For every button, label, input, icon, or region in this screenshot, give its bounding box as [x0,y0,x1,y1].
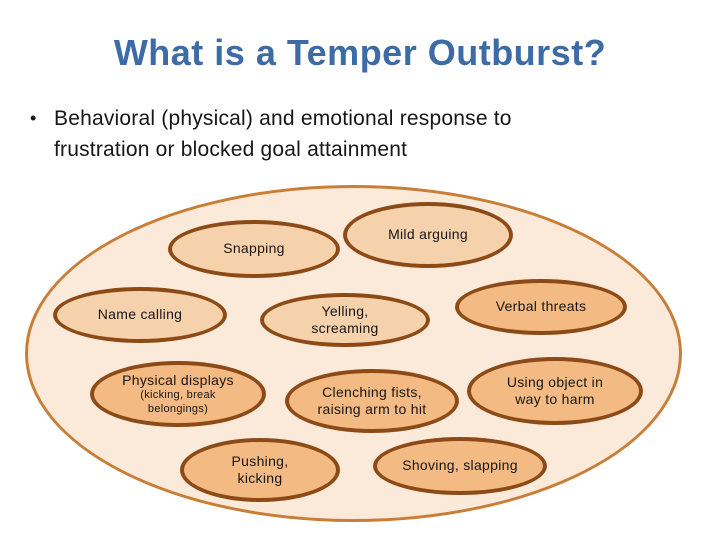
ellipse-clenching-fists: Clenching fists, raising arm to hit [285,369,459,433]
ellipse-using-object-line-2: way to harm [515,391,595,407]
bullet-item: • Behavioral (physical) and emotional re… [30,103,670,165]
ellipse-pushing-kicking: Pushing, kicking [180,438,340,502]
ellipse-physical-displays-sub-2: belongings) [147,402,209,415]
ellipse-verbal-threats-label: Verbal threats [495,298,587,315]
ellipse-shoving-slapping: Shoving, slapping [373,437,547,495]
ellipse-mild-arguing-label: Mild arguing [388,226,468,243]
ellipse-name-calling-label: Name calling [97,306,183,323]
ellipse-using-object-line-1: Using object in [506,373,604,390]
bullet-line-2: frustration or blocked goal attainment [54,138,408,161]
ellipse-snapping-label: Snapping [223,240,285,257]
ellipse-yelling-line-1: Yelling, [321,302,369,319]
ellipse-pushing-line-2: kicking [237,470,283,486]
ellipse-clenching-line-1: Clenching fists, [322,383,422,400]
ellipse-physical-displays-label: Physical displays [122,371,234,388]
bullet-marker: • [30,108,37,128]
ellipse-yelling-screaming: Yelling, screaming [260,293,430,347]
ellipse-physical-displays-sub-1: (kicking, break [140,389,216,401]
ellipse-mild-arguing: Mild arguing [343,202,513,268]
bullet-line-1: Behavioral (physical) and emotional resp… [54,107,512,130]
ellipse-snapping: Snapping [168,220,340,278]
ellipse-physical-displays: Physical displays (kicking, break belong… [90,361,266,427]
ellipse-shoving-slapping-label: Shoving, slapping [402,457,518,474]
ellipse-using-object: Using object in way to harm [467,357,643,425]
ellipse-verbal-threats: Verbal threats [455,279,627,335]
ellipse-clenching-line-2: raising arm to hit [317,401,427,417]
ellipse-pushing-line-1: Pushing, [231,452,289,469]
ellipse-yelling-line-2: screaming [311,320,379,336]
ellipse-name-calling: Name calling [53,287,227,343]
bullet-text: Behavioral (physical) and emotional resp… [54,103,512,165]
slide-title: What is a Temper Outburst? [113,32,607,73]
